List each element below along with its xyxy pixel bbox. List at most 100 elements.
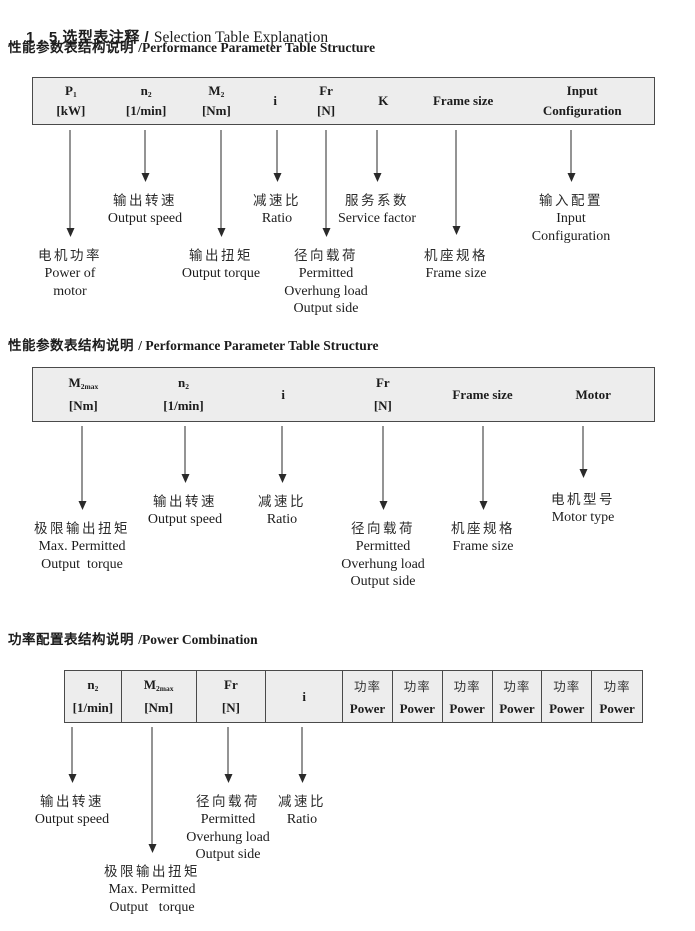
table-column: n2[1/min] <box>134 368 234 421</box>
arrow-down-icon <box>273 173 281 182</box>
callout-line: 机座规格 <box>451 521 515 536</box>
column-subscript: 2 <box>147 89 152 99</box>
column-symbol: K <box>378 93 388 109</box>
table-column: i <box>249 78 301 124</box>
column-symbol-text: 功率 <box>503 680 531 695</box>
table-column: Frame size <box>416 78 511 124</box>
callout-line: Output speed <box>147 512 223 527</box>
callout-line: Overhung load <box>186 829 270 845</box>
arrow-shaft <box>455 130 457 226</box>
column-unit: Power <box>599 700 635 716</box>
arrow-down-icon <box>322 228 330 237</box>
table-column: n2[1/min] <box>65 671 121 722</box>
arrow-down-icon <box>148 844 156 853</box>
callout-line: 减速比 <box>278 794 326 809</box>
arrow-down-icon <box>452 226 460 235</box>
callout-line: Ratio <box>286 812 318 827</box>
callout-arrow <box>322 130 331 237</box>
callout-line: Output torque <box>109 899 195 915</box>
column-symbol-text: i <box>281 386 285 402</box>
callout-arrow <box>78 426 87 510</box>
callout-arrow <box>66 130 75 237</box>
arrow-down-icon <box>379 501 387 510</box>
column-symbol: i <box>302 689 306 705</box>
column-symbol-text: Motor <box>575 386 611 402</box>
callout-arrow <box>181 426 190 483</box>
column-symbol: n2 <box>178 375 189 391</box>
section-heading: 功率配置表结构说明 /Power Combination <box>8 628 258 649</box>
column-unit: Configuration <box>542 103 622 119</box>
column-symbol-text: n <box>140 82 148 98</box>
page-title-en: Selection Table Explanation <box>153 29 329 46</box>
arrow-down-icon <box>78 501 86 510</box>
callout-arrow <box>273 130 282 182</box>
callout-line: Permitted <box>200 812 256 827</box>
column-symbol: P1 <box>65 83 77 99</box>
table-column: Motor <box>532 368 654 421</box>
column-symbol-text: 功率 <box>553 680 581 695</box>
callout-label: 输出转速 Output speed <box>108 191 182 228</box>
column-symbol: Fr <box>224 677 238 693</box>
callout-line: 减速比 <box>253 193 301 208</box>
arrow-shaft <box>382 426 384 501</box>
section-heading: 性能参数表结构说明 /Performance Parameter Table S… <box>8 36 375 57</box>
column-subscript: 2 <box>220 89 225 99</box>
column-unit: [N] <box>317 103 336 119</box>
callout-line: Output torque <box>41 556 123 572</box>
column-unit: Power <box>349 700 386 716</box>
column-unit: [N] <box>221 699 240 715</box>
column-symbol: i <box>273 93 277 109</box>
section-heading-en: /Power Combination <box>138 632 258 647</box>
arrow-down-icon <box>181 474 189 483</box>
table-column: P1[kW] <box>33 78 109 124</box>
callout-line: Output speed <box>107 211 183 226</box>
callout-line: Motor type <box>551 510 615 525</box>
table-column: K <box>351 78 416 124</box>
column-unit: [Nm] <box>201 103 231 119</box>
column-symbol-text: M <box>208 82 221 98</box>
callout-arrow <box>298 727 307 783</box>
callout-arrow <box>224 727 233 783</box>
arrow-shaft <box>144 130 146 173</box>
callout-line: 输出转速 <box>112 193 177 208</box>
arrow-shaft <box>570 130 572 173</box>
arrow-shaft <box>227 727 229 774</box>
table-column: Frame size <box>433 368 533 421</box>
arrow-shaft <box>376 130 378 173</box>
column-unit: [Nm] <box>144 699 174 715</box>
table-column: n2[1/min] <box>109 78 184 124</box>
column-unit: Power <box>549 700 585 716</box>
arrow-down-icon <box>373 173 381 182</box>
column-unit: [N] <box>373 398 392 413</box>
arrow-shaft <box>301 727 303 774</box>
callout-line: Output side <box>293 301 359 316</box>
callout-arrow <box>379 426 388 510</box>
callout-arrow <box>479 426 488 510</box>
column-symbol-text: Input <box>566 82 598 98</box>
column-unit: [1/min] <box>72 699 114 715</box>
column-symbol-text: i <box>302 688 306 704</box>
column-symbol: M2 <box>208 83 224 99</box>
table-column: M2max[Nm] <box>33 368 134 421</box>
table-column: Fr [N] <box>195 671 266 722</box>
arrow-shaft <box>281 426 283 474</box>
column-unit: Power <box>399 700 435 716</box>
callout-arrow <box>373 130 382 182</box>
column-symbol: n2 <box>141 83 152 99</box>
section-heading-zh: 性能参数表结构说明 <box>8 338 139 353</box>
callout-line: 减速比 <box>258 494 306 509</box>
callout-line: Output torque <box>181 266 261 281</box>
page-title: 1 . 5 选型表注释 / Selection Table Explanatio… <box>10 8 328 65</box>
